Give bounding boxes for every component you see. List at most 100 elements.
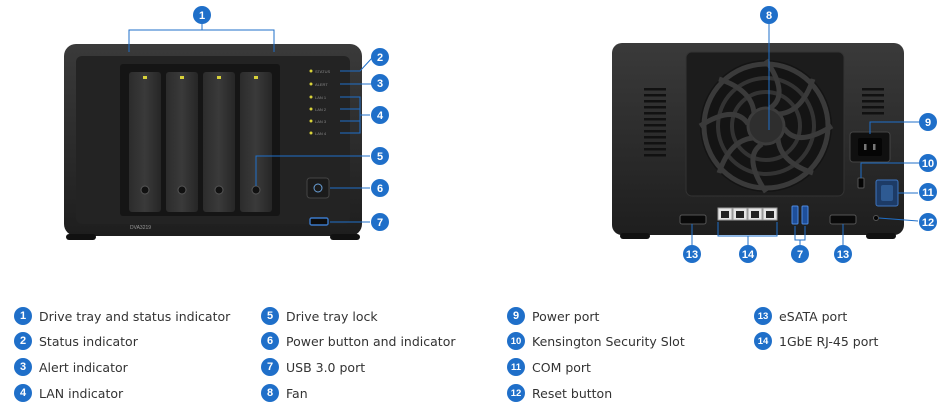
legend-item: 6 Power button and indicator [261, 331, 455, 351]
legend-badge: 10 [507, 332, 525, 350]
svg-text:10: 10 [922, 158, 934, 170]
drive-tray-2[interactable] [166, 72, 198, 212]
callout-5: 5 [371, 147, 389, 165]
back-foot-left [620, 233, 650, 239]
back-view [612, 43, 904, 239]
legend-item: 5 Drive tray lock [261, 306, 378, 326]
callout-8: 8 [760, 6, 778, 24]
legend-label: USB 3.0 port [286, 359, 366, 375]
drive-led-4 [254, 76, 258, 79]
legend-label: Power button and indicator [286, 333, 456, 349]
legend-label: Drive tray lock [286, 308, 378, 324]
drive-tray-1[interactable] [129, 72, 161, 212]
svg-text:7: 7 [377, 217, 383, 229]
kensington-slot[interactable] [857, 177, 865, 189]
rear-usb-port-2[interactable] [801, 205, 809, 225]
lan-led-1 [309, 95, 313, 99]
drive-tray-lock-1[interactable] [140, 185, 150, 195]
drive-led-3 [217, 76, 221, 79]
alert-led [309, 82, 313, 86]
lan2-led-label: LAN 2 [315, 107, 327, 112]
svg-text:7: 7 [797, 249, 803, 261]
legend-item: 2 Status indicator [14, 331, 138, 351]
svg-text:3: 3 [377, 78, 383, 90]
model-label: DVA3219 [130, 225, 151, 231]
legend-badge: 3 [14, 358, 32, 376]
callout-14: 14 [739, 245, 757, 263]
svg-text:1: 1 [199, 10, 205, 22]
lan4-led-label: LAN 4 [315, 131, 327, 136]
drive-tray-3[interactable] [203, 72, 235, 212]
legend-badge: 1 [14, 307, 32, 325]
legend-badge: 5 [261, 307, 279, 325]
legend-item: 1 Drive tray and status indicator [14, 306, 230, 326]
esata-port-1[interactable] [679, 214, 707, 225]
callout-3: 3 [371, 74, 389, 92]
legend-badge: 11 [507, 358, 525, 376]
callout-12: 12 [919, 213, 937, 231]
callouts: 1 2 3 4 5 6 7 8 9 10 11 12 13 14 7 13 [193, 6, 937, 263]
callout-10: 10 [919, 154, 937, 172]
legend-badge: 2 [14, 332, 32, 350]
legend-badge: 12 [507, 384, 525, 402]
status-led [309, 69, 313, 73]
svg-text:6: 6 [377, 183, 383, 195]
legend-label: Alert indicator [39, 359, 128, 375]
callout-9: 9 [919, 113, 937, 131]
lan1-led-label: LAN 1 [315, 95, 327, 100]
svg-text:9: 9 [925, 117, 931, 129]
callout-7-rear: 7 [791, 245, 809, 263]
back-foot-right [866, 233, 896, 239]
alert-led-label: ALERT [315, 82, 328, 87]
drive-tray-lock-3[interactable] [214, 185, 224, 195]
callout-13-left: 13 [683, 245, 701, 263]
legend-label: Status indicator [39, 333, 138, 349]
svg-text:5: 5 [377, 151, 383, 163]
drive-tray-lock-2[interactable] [177, 185, 187, 195]
svg-text:4: 4 [377, 110, 384, 122]
power-button[interactable] [306, 177, 330, 199]
legend-label: 1GbE RJ-45 port [779, 333, 879, 349]
legend-item: 3 Alert indicator [14, 357, 128, 377]
status-led-label: STATUS [315, 69, 331, 74]
lan3-led-label: LAN 3 [315, 119, 327, 124]
callout-11: 11 [919, 183, 937, 201]
power-port-socket [858, 138, 882, 156]
drive-tray-lock-4[interactable] [251, 185, 261, 195]
esata-port-2[interactable] [829, 214, 857, 225]
usb-port[interactable] [309, 217, 329, 226]
legend-label: Power port [532, 308, 600, 324]
legend-label: Reset button [532, 385, 613, 401]
svg-text:13: 13 [837, 249, 849, 261]
lan-led-3 [309, 119, 313, 123]
legend-badge: 4 [14, 384, 32, 402]
svg-text:11: 11 [922, 187, 934, 199]
left-vent [644, 88, 666, 157]
legend-badge: 6 [261, 332, 279, 350]
legend-item: 13 eSATA port [754, 306, 847, 326]
lan-led-4 [309, 131, 313, 135]
drive-tray-4[interactable] [240, 72, 272, 212]
legend-label: eSATA port [779, 308, 848, 324]
drive-trays [129, 72, 272, 212]
legend-item: 14 1GbE RJ-45 port [754, 331, 878, 351]
legend-label: COM port [532, 359, 591, 375]
power-icon [313, 183, 323, 193]
callout-2: 2 [371, 48, 389, 66]
legend-label: LAN indicator [39, 385, 124, 401]
reset-button[interactable] [873, 215, 879, 221]
rear-usb-port-1[interactable] [791, 205, 799, 225]
legend-badge: 8 [261, 384, 279, 402]
svg-text:2: 2 [377, 52, 383, 64]
legend-badge: 14 [754, 332, 772, 350]
legend-label: Drive tray and status indicator [39, 308, 231, 324]
callout-7: 7 [371, 213, 389, 231]
svg-text:13: 13 [686, 249, 698, 261]
legend-item: 12 Reset button [507, 383, 612, 403]
legend-badge: 13 [754, 307, 772, 325]
legend-item: 11 COM port [507, 357, 591, 377]
